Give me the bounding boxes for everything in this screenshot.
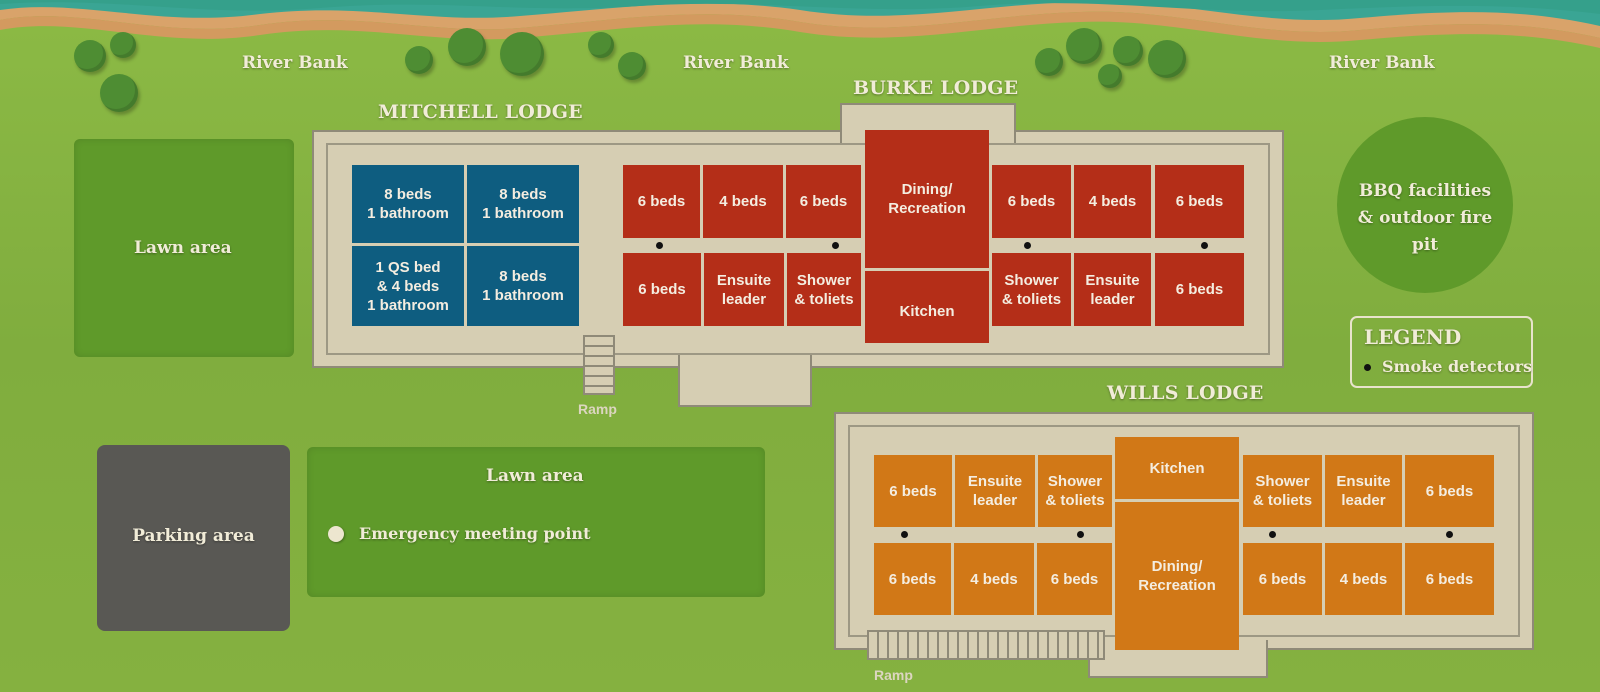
burke-room: Ensuite leader <box>704 253 784 326</box>
tree-icon <box>405 46 433 74</box>
wills-ramp <box>867 630 1105 660</box>
bbq-label: BBQ facilities & outdoor fire pit <box>1357 181 1493 255</box>
wills-ramp-label: Ramp <box>874 667 913 683</box>
water-light <box>0 0 1600 14</box>
burke-room: 6 beds <box>786 165 861 238</box>
mitchell-lodge-title: MITCHELL LODGE <box>378 101 583 123</box>
river-bank-label: River Bank <box>683 53 789 73</box>
emergency-meeting-point-label: Emergency meeting point <box>359 524 591 543</box>
burke-room: 6 beds <box>623 253 701 326</box>
lawn-area-label: Lawn area <box>486 466 584 486</box>
wills-room: 6 beds <box>1405 543 1494 615</box>
burke-room: 6 beds <box>1155 253 1244 326</box>
smoke-detector-icon <box>832 242 839 249</box>
tree-icon <box>1066 28 1102 64</box>
burke-room: 4 beds <box>1074 165 1151 238</box>
legend-box <box>1350 316 1533 388</box>
river <box>0 0 1600 48</box>
wills-room: Shower & toliets <box>1243 455 1322 527</box>
lawn-area-left <box>74 139 294 357</box>
tree-icon <box>618 52 646 80</box>
sand-bank-dark <box>0 11 1600 48</box>
tree-icon <box>448 28 486 66</box>
smoke-detector-icon <box>1269 531 1276 538</box>
smoke-detector-icon <box>1446 531 1453 538</box>
burke-room: Shower & toliets <box>992 253 1071 326</box>
burke-room: 6 beds <box>623 165 700 238</box>
bbq-area <box>1337 117 1513 293</box>
mitchell-ramp <box>583 335 615 395</box>
tree-icon <box>1148 40 1186 78</box>
mitchell-room: 8 beds 1 bathroom <box>352 165 464 243</box>
smoke-detector-icon <box>1077 531 1084 538</box>
smoke-detector-icon <box>1201 242 1208 249</box>
parking-area <box>97 445 290 631</box>
emergency-meeting-point-icon <box>328 526 344 542</box>
tree-icon <box>588 32 614 58</box>
tree-icon <box>1035 48 1063 76</box>
wills-room: Shower & toliets <box>1038 455 1112 527</box>
tree-icon <box>1098 64 1122 88</box>
mitchell-room: 1 QS bed & 4 beds 1 bathroom <box>352 246 464 326</box>
wills-room: 6 beds <box>1037 543 1112 615</box>
wills-room: 6 beds <box>874 543 951 615</box>
burke-room: Ensuite leader <box>1074 253 1151 326</box>
wills-room: 4 beds <box>1325 543 1402 615</box>
tree-icon <box>74 40 106 72</box>
wills-room: Ensuite leader <box>1325 455 1402 527</box>
parking-area-label: Parking area <box>132 526 255 546</box>
lawn-area-bottom <box>307 447 765 597</box>
burke-kitchen: Kitchen <box>865 271 989 343</box>
burke-room: 6 beds <box>992 165 1071 238</box>
wills-dining-recreation: Dining/ Recreation <box>1115 502 1239 650</box>
smoke-detector-icon <box>1024 242 1031 249</box>
smoke-detector-icon <box>656 242 663 249</box>
river-bank-label: River Bank <box>242 53 348 73</box>
mitchell-room: 8 beds 1 bathroom <box>467 246 579 326</box>
mitchell-room: 8 beds 1 bathroom <box>467 165 579 243</box>
wills-room: 6 beds <box>874 455 952 527</box>
tree-icon <box>100 74 138 112</box>
tree-icon <box>1113 36 1143 66</box>
legend-title: LEGEND <box>1364 325 1462 349</box>
tree-icon <box>110 32 136 58</box>
burke-lodge-title: BURKE LODGE <box>853 77 1019 99</box>
river-bank-label: River Bank <box>1329 53 1435 73</box>
burke-room: 6 beds <box>1155 165 1244 238</box>
wills-room: 6 beds <box>1405 455 1494 527</box>
wills-kitchen: Kitchen <box>1115 437 1239 499</box>
wills-room: 6 beds <box>1243 543 1322 615</box>
smoke-detector-icon <box>1364 364 1371 371</box>
wills-room: Ensuite leader <box>955 455 1035 527</box>
burke-dining-recreation: Dining/ Recreation <box>865 130 989 268</box>
mitchell-ramp-label: Ramp <box>578 401 617 417</box>
burke-room: Shower & toliets <box>787 253 861 326</box>
smoke-detector-icon <box>901 531 908 538</box>
lawn-area-label: Lawn area <box>134 238 232 258</box>
legend-item-smoke-detectors: Smoke detectors <box>1382 357 1533 376</box>
wills-room: 4 beds <box>954 543 1034 615</box>
tree-icon <box>500 32 544 76</box>
wills-lodge-title: WILLS LODGE <box>1107 382 1264 404</box>
burke-room: 4 beds <box>703 165 783 238</box>
